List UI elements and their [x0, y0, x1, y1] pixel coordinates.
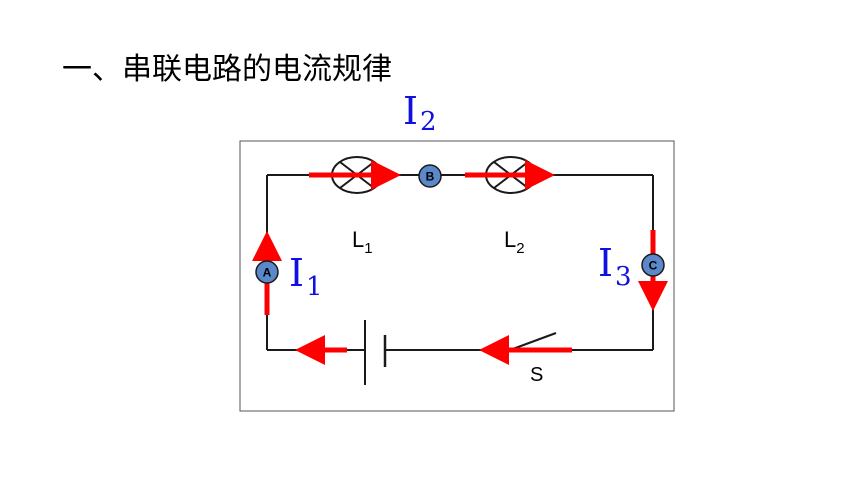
lamp-l2-label: L2	[504, 227, 525, 257]
switch	[509, 332, 557, 351]
lamp-l2-label-letter: L	[504, 227, 516, 252]
battery	[364, 320, 387, 385]
node-c: C	[641, 253, 665, 277]
node-a-letter: A	[263, 266, 272, 280]
current-label-i1: I1	[289, 251, 323, 302]
current-label-i3-letter: I	[598, 241, 613, 285]
lamp-l1-label-sub: 1	[364, 240, 372, 257]
current-label-i3: I3	[598, 241, 632, 292]
current-label-i1-sub: 1	[306, 272, 323, 302]
lamp-l2-label-sub: 2	[516, 240, 524, 257]
node-b-letter: B	[426, 170, 435, 184]
lamp-l1-label-letter: L	[352, 227, 364, 252]
node-c-letter: C	[649, 259, 658, 273]
node-b: B	[418, 164, 442, 188]
slide-title: 一、串联电路的电流规律	[62, 52, 392, 87]
current-label-i3-sub: 3	[615, 262, 632, 292]
current-label-i2-sub: 2	[420, 107, 437, 137]
current-label-i2: I2	[403, 89, 437, 137]
node-a: A	[255, 260, 279, 284]
diagram-frame	[239, 140, 675, 412]
current-label-i1-letter: I	[289, 251, 304, 295]
lamp-l1-label: L1	[352, 227, 373, 257]
switch-label: S	[530, 364, 543, 386]
current-label-i2-letter: I	[403, 89, 418, 133]
